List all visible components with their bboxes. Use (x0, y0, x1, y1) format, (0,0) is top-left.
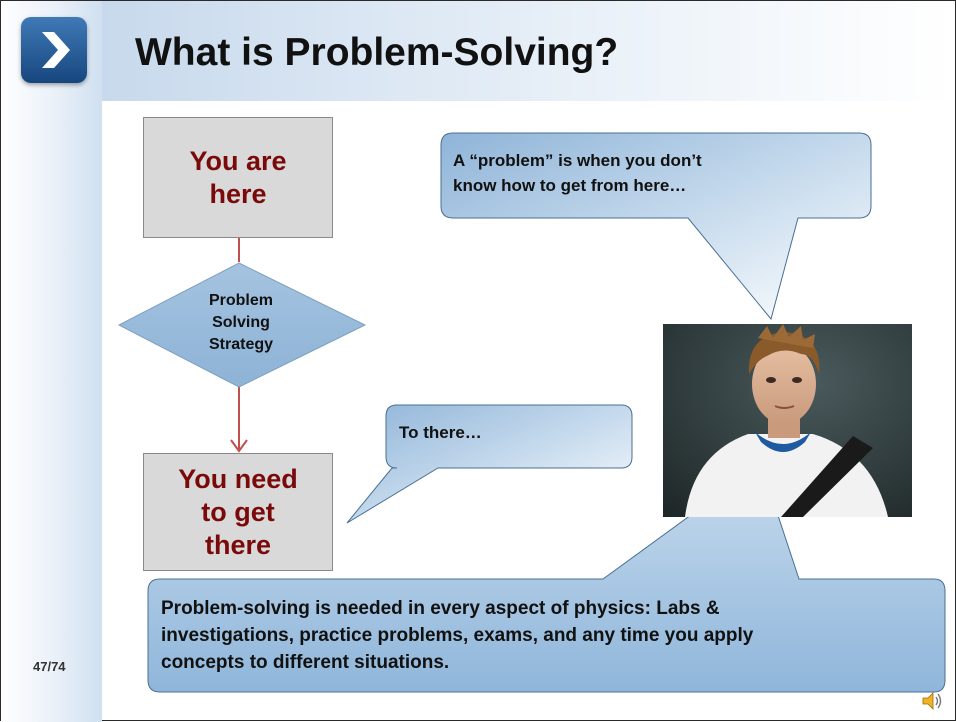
callout-top-right-text: A “problem” is when you don’t know how t… (453, 151, 702, 195)
arrowhead (230, 439, 248, 453)
callout-top-right-shape (440, 132, 872, 321)
decision-label: Problem Solving Strategy (208, 292, 274, 353)
speaker-icon[interactable] (921, 690, 943, 717)
callout-middle-text: To there… (399, 423, 482, 442)
callout-bottom-shape (147, 463, 946, 693)
left-band (1, 1, 102, 722)
student-photo (663, 324, 912, 517)
chevron-right-icon (21, 17, 87, 83)
end-box-label: You need to get there (178, 463, 298, 560)
end-box: You need to get there (143, 453, 333, 571)
start-box-label: You are here (189, 145, 287, 209)
page-number: 47/74 (33, 659, 66, 674)
slide-title: What is Problem-Solving? (135, 31, 619, 74)
title-bar (102, 1, 955, 101)
start-box: You are here (143, 117, 333, 238)
callout-middle-shape (346, 404, 633, 524)
callout-bottom-text: Problem-solving is needed in every aspec… (161, 598, 754, 673)
decision-diamond (117, 262, 367, 388)
